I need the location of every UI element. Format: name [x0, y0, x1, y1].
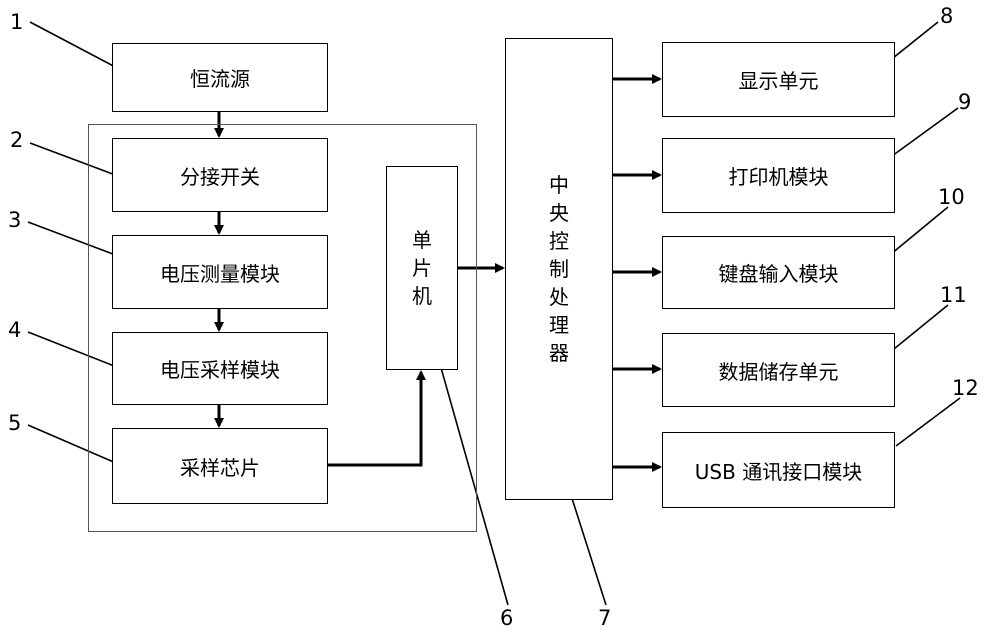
ref-number-6: 6	[500, 606, 514, 630]
ref-number-2: 2	[10, 128, 24, 152]
ref-number-7: 7	[598, 606, 612, 630]
cpu-box: 中 央 控 制 处 理 器	[505, 38, 613, 500]
constant-current-box: 恒流源	[112, 43, 328, 112]
usb-box: USB 通讯接口模块	[662, 432, 895, 508]
storage-label: 数据储存单元	[718, 359, 839, 384]
ref-number-10: 10	[938, 185, 965, 209]
keyboard-label: 键盘输入模块	[718, 262, 839, 286]
leader-12	[895, 397, 961, 447]
sampling-chip-box: 采样芯片	[112, 428, 328, 504]
leader-6	[435, 349, 509, 606]
ref-number-8: 8	[940, 4, 954, 28]
ref-number-3: 3	[8, 208, 22, 232]
ref-number-5: 5	[8, 411, 22, 435]
shunt-switch-label: 分接开关	[180, 164, 260, 189]
ref-number-1: 1	[10, 10, 24, 34]
shunt-switch-box: 分接开关	[112, 138, 328, 212]
ref-number-12: 12	[952, 376, 979, 400]
sampling-chip-label: 采样芯片	[180, 455, 260, 480]
ref-number-11: 11	[940, 283, 967, 307]
cpu-label: 中 央 控 制 处 理 器	[549, 173, 569, 365]
ref-number-4: 4	[8, 318, 22, 342]
mcu-label: 单 片 机	[412, 228, 432, 308]
mcu-box: 单 片 机	[386, 166, 458, 370]
voltage-sample-label: 电压采样模块	[160, 358, 280, 382]
printer-box: 打印机模块	[662, 138, 895, 213]
usb-label: USB 通讯接口模块	[694, 459, 863, 484]
voltage-sample-box: 电压采样模块	[112, 332, 328, 405]
storage-box: 数据储存单元	[662, 333, 895, 407]
voltage-measure-label: 电压测量模块	[160, 261, 280, 286]
measurement-group-frame	[88, 124, 477, 532]
arrow-chip-to-mcu	[328, 370, 426, 467]
display-label: 显示单元	[738, 69, 819, 93]
ref-number-9: 9	[958, 90, 972, 114]
display-box: 显示单元	[662, 42, 895, 117]
keyboard-box: 键盘输入模块	[662, 236, 895, 309]
voltage-measure-box: 电压测量模块	[112, 235, 328, 309]
constant-current-label: 恒流源	[190, 67, 250, 91]
printer-label: 打印机模块	[728, 165, 829, 189]
